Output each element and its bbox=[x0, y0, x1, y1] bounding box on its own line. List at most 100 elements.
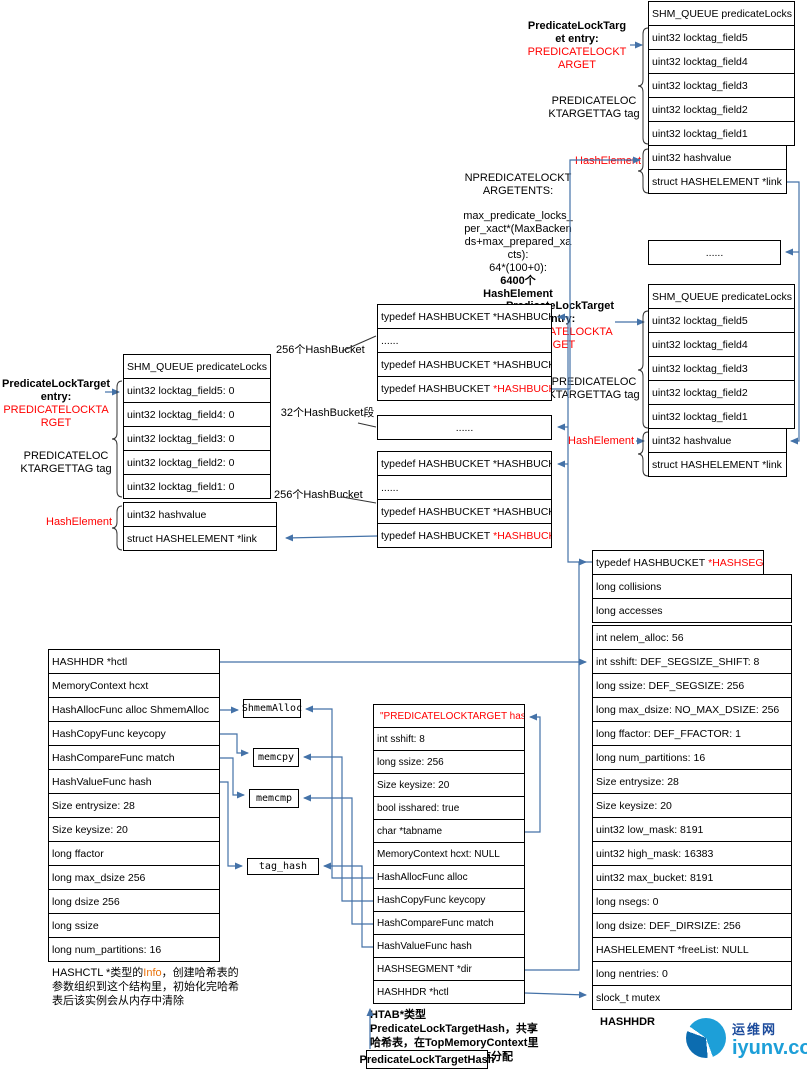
entry-label-1-title: PredicateLockTarget entry: bbox=[527, 20, 627, 45]
table-row: typedef HASHBUCKET*HASHBUCKET bbox=[377, 376, 552, 401]
row-label: long nentries: 0 bbox=[596, 967, 668, 980]
row-label: HashCompareFunc match bbox=[52, 751, 175, 764]
table-row: MemoryContext hcxt: NULL bbox=[373, 842, 525, 866]
table-row: bool isshared: true bbox=[373, 796, 525, 820]
hashsegment-typedef-text: typedef HASHBUCKET bbox=[596, 556, 706, 569]
brand-domain: iyunv.com bbox=[732, 1036, 807, 1059]
row-label: typedef HASHBUCKET bbox=[381, 529, 491, 542]
row-red-label: *HASHBUCKET bbox=[493, 382, 551, 395]
row-label: long ssize: 256 bbox=[377, 756, 444, 768]
table-row: struct HASHELEMENT *link bbox=[123, 526, 277, 551]
row-label: uint32 locktag_field2 bbox=[652, 386, 748, 399]
table-row: long num_partitions: 16 bbox=[592, 745, 792, 770]
table-row: typedef HASHBUCKET *HASHBUCKET bbox=[377, 451, 552, 476]
row-label: uint32 locktag_field4 bbox=[652, 55, 748, 68]
row-label: uint32 locktag_field3 bbox=[652, 79, 748, 92]
row-label: int sshift: DEF_SEGSIZE_SHIFT: 8 bbox=[596, 655, 760, 668]
row-label: Size keysize: 20 bbox=[596, 799, 672, 812]
table-row: uint32 locktag_field2 bbox=[648, 380, 795, 405]
row-label: long nsegs: 0 bbox=[596, 895, 659, 908]
row-label: typedef HASHBUCKET *HASHBUCKET bbox=[381, 505, 552, 518]
table-row: long ssize bbox=[48, 913, 220, 938]
row-label: uint32 locktag_field1 bbox=[652, 410, 748, 423]
tag-label-1: PREDICATELOCKTARGETTAG tag bbox=[548, 95, 640, 120]
table-row: HashCompareFunc match bbox=[373, 911, 525, 935]
row-label: uint32 hashvalue bbox=[652, 434, 732, 447]
table-row: HashAllocFunc alloc ShmemAlloc bbox=[48, 697, 220, 722]
nelements-note-line1: NPREDICATELOCKTARGETENTS: bbox=[464, 172, 572, 197]
table-row: char *tabname bbox=[373, 819, 525, 843]
table-row: uint32 locktag_field4 bbox=[648, 332, 795, 357]
table-row: HASHHDR *hctl bbox=[48, 649, 220, 674]
table-row: long ssize: DEF_SEGSIZE: 256 bbox=[592, 673, 792, 698]
table-row: typedef HASHBUCKET *HASHBUCKET bbox=[377, 499, 552, 524]
hash-element-label-2: HashElement bbox=[568, 435, 635, 447]
table-row: HASHHDR *hctl bbox=[373, 980, 525, 1004]
nelements-note-type: HashElement bbox=[483, 288, 553, 300]
elided-elements-box: ...... bbox=[648, 240, 781, 265]
table-row: Size keysize: 20 bbox=[592, 793, 792, 818]
memcmp-box: memcmp bbox=[249, 789, 299, 808]
table-row: uint32 locktag_field5: 0 bbox=[123, 378, 271, 403]
table-row: HashCopyFunc keycopy bbox=[48, 721, 220, 746]
row-label: long max_dsize 256 bbox=[52, 871, 146, 884]
table-row: uint32 locktag_field4 bbox=[648, 49, 795, 74]
table-row: uint32 locktag_field5 bbox=[648, 308, 795, 333]
table-row: uint32 high_mask: 16383 bbox=[592, 841, 792, 866]
row-label: HashValueFunc hash bbox=[52, 775, 152, 788]
hash-element-2-table: uint32 hashvalue struct HASHELEMENT *link bbox=[648, 428, 787, 477]
table-row: typedef HASHBUCKET *HASHBUCKET bbox=[377, 352, 552, 377]
table-row: MemoryContext hcxt bbox=[48, 673, 220, 698]
table-row: Size keysize: 20 bbox=[373, 773, 525, 797]
row-label: uint32 hashvalue bbox=[652, 151, 732, 164]
row-red-label: *HASHBUCKET bbox=[493, 529, 551, 542]
table-row: SHM_QUEUE predicateLocks bbox=[123, 354, 271, 379]
entry-label-3-title: PredicateLockTarget entry: bbox=[1, 378, 110, 403]
row-label: uint32 locktag_field2 bbox=[652, 103, 748, 116]
row-label: typedef HASHBUCKET bbox=[381, 382, 491, 395]
iyunv-logo[interactable]: 运维网 iyunv.com bbox=[686, 1018, 807, 1058]
bucket-segment-1-table: typedef HASHBUCKET *HASHBUCKET...... type… bbox=[377, 304, 552, 401]
nelements-note: NPREDICATELOCKTARGETENTS: max_predicate_… bbox=[462, 172, 574, 301]
table-row: long nentries: 0 bbox=[592, 961, 792, 986]
iyunv-logo-icon bbox=[686, 1018, 726, 1058]
tag-label-3: PREDICATELOCKTARGETTAG tag bbox=[20, 450, 112, 475]
row-label: uint32 low_mask: 8191 bbox=[596, 823, 704, 836]
table-row: long ssize: 256 bbox=[373, 750, 525, 774]
row-label: uint32 locktag_field4 bbox=[652, 338, 748, 351]
row-label: MemoryContext hcxt: NULL bbox=[377, 848, 500, 860]
row-label: HASHSEGMENT *dir bbox=[377, 963, 472, 975]
row-label: HashCopyFunc keycopy bbox=[52, 727, 166, 740]
hashhdr-caption: HASHHDR bbox=[600, 1016, 655, 1028]
table-row: uint32 hashvalue bbox=[123, 502, 277, 527]
table-row: int sshift: DEF_SEGSIZE_SHIFT: 8 bbox=[592, 649, 792, 674]
table-row: uint32 locktag_field1: 0 bbox=[123, 474, 271, 499]
entry-label-1: PredicateLockTarget entry: PREDICATELOCK… bbox=[527, 20, 627, 72]
row-label: uint32 locktag_field3: 0 bbox=[127, 432, 235, 445]
table-row: "PREDICATELOCKTARGET hash/0" bbox=[373, 704, 525, 728]
table-row: struct HASHELEMENT *link bbox=[648, 169, 787, 194]
row-label: char *tabname bbox=[377, 825, 443, 837]
table-row: HashCompareFunc match bbox=[48, 745, 220, 770]
row-label: HashCopyFunc keycopy bbox=[377, 894, 486, 906]
row-label: SHM_QUEUE predicateLocks bbox=[652, 7, 793, 20]
hashctl-note-post: ，创建哈希表的参数组织到这个结构里，初始化完哈希表后该实例会从内存中清除 bbox=[52, 967, 239, 1007]
bucket-count-label-bottom: 256个HashBucket bbox=[274, 489, 363, 501]
row-label: uint32 locktag_field3 bbox=[652, 362, 748, 375]
row-label: long collisions bbox=[596, 580, 662, 593]
row-label: typedef HASHBUCKET *HASHBUCKET bbox=[381, 457, 552, 470]
row-label: ...... bbox=[381, 334, 399, 347]
row-label: Size entrysize: 28 bbox=[596, 775, 679, 788]
table-row: uint32 locktag_field1 bbox=[648, 404, 795, 429]
table-row: long max_dsize: NO_MAX_DSIZE: 256 bbox=[592, 697, 792, 722]
row-label: SHM_QUEUE predicateLocks bbox=[127, 360, 268, 373]
row-label: struct HASHELEMENT *link bbox=[652, 458, 782, 471]
table-row: uint32 max_bucket: 8191 bbox=[592, 865, 792, 890]
table-row: uint32 hashvalue bbox=[648, 428, 787, 453]
table-row: uint32 locktag_field4: 0 bbox=[123, 402, 271, 427]
row-label: long ffactor bbox=[52, 847, 104, 860]
row-label: struct HASHELEMENT *link bbox=[127, 532, 257, 545]
shmemalloc-box: ShmemAlloc bbox=[242, 699, 302, 718]
